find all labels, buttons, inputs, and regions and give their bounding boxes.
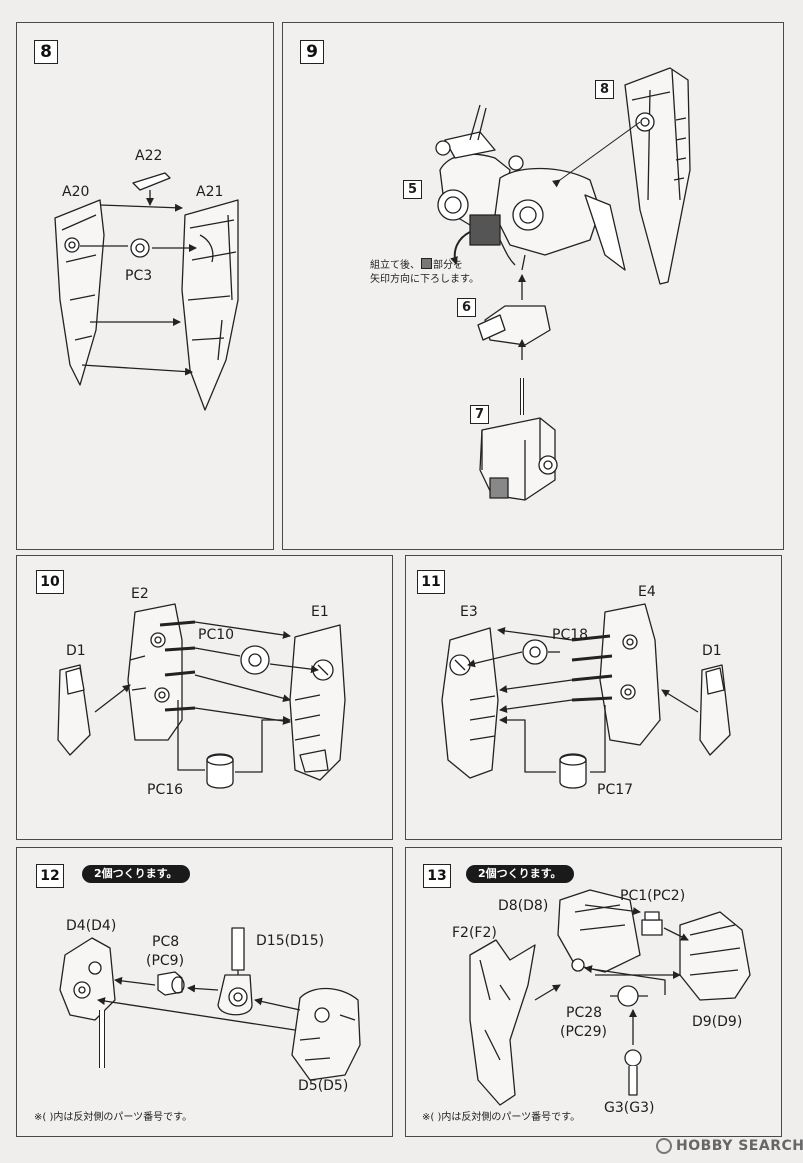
- label-pc8: PC8: [152, 934, 180, 950]
- part-a20: [54, 199, 105, 386]
- label-a20: A20: [62, 184, 90, 200]
- label-pc18: PC18: [552, 627, 589, 643]
- instruction-line-2: 部分を: [433, 260, 463, 271]
- part-g3: [624, 1009, 642, 1096]
- label-pc29: (PC29): [560, 1024, 607, 1040]
- label-d8: D8(D8): [498, 898, 549, 914]
- part-pc3: [80, 238, 197, 258]
- part-d1-right: [661, 664, 731, 756]
- label-d15: D15(D15): [256, 933, 325, 949]
- watermark-text: HOBBY SEARCH: [676, 1138, 803, 1154]
- part-e1: [289, 624, 346, 781]
- label-pc10: PC10: [198, 627, 235, 643]
- label-d1-left: D1: [66, 643, 86, 659]
- part-d9: [679, 911, 751, 1001]
- label-e2: E2: [131, 586, 149, 602]
- label-g3: G3(G3): [604, 1100, 655, 1116]
- watermark-logo-icon: [656, 1138, 672, 1154]
- part-pc10: [240, 645, 270, 675]
- instruction-line-3: 矢印方向に下ろします。: [370, 274, 479, 285]
- part-pc8: [157, 971, 185, 996]
- make-two-badge: 2個つくります。: [466, 865, 574, 883]
- label-e1: E1: [311, 604, 329, 620]
- ref-step-5: 5: [403, 180, 422, 199]
- label-pc9: (PC9): [146, 953, 185, 969]
- part-d4: [59, 937, 116, 1068]
- part-pc1: [641, 911, 663, 936]
- part-leg-7: [479, 339, 558, 501]
- label-a21: A21: [196, 184, 224, 200]
- label-e3: E3: [460, 604, 478, 620]
- part-d5: [291, 987, 361, 1081]
- part-e3: [441, 627, 499, 779]
- label-pc16: PC16: [147, 782, 184, 798]
- label-pc17: PC17: [597, 782, 634, 798]
- ref-step-8: 8: [595, 80, 614, 99]
- part-f2: [469, 939, 561, 1106]
- part-d1-left: [57, 664, 131, 756]
- part-pc17: [499, 705, 606, 789]
- opposite-side-note-12: ※( )内は反対側のパーツ番号です。: [34, 1112, 193, 1123]
- label-d5: D5(D5): [298, 1078, 349, 1094]
- part-e4: [571, 603, 661, 746]
- label-f2: F2(F2): [452, 925, 497, 941]
- part-pc16: [177, 700, 291, 789]
- step-number-13: 13: [423, 864, 451, 888]
- step-number-11: 11: [417, 570, 445, 594]
- label-d1-right: D1: [702, 643, 722, 659]
- label-pc1: PC1(PC2): [620, 888, 686, 904]
- step-number-8: 8: [34, 40, 58, 64]
- step-number-12: 12: [36, 864, 64, 888]
- instruction-line-1: 組立て後、: [370, 260, 420, 271]
- opposite-side-note-13: ※( )内は反対側のパーツ番号です。: [422, 1112, 581, 1123]
- part-a22: [132, 172, 171, 206]
- part-a21: [181, 199, 239, 411]
- step-number-9: 9: [300, 40, 324, 64]
- label-a22: A22: [135, 148, 163, 164]
- ref-step-7: 7: [470, 405, 489, 424]
- label-d9: D9(D9): [692, 1014, 743, 1030]
- part-d15: [217, 927, 253, 1016]
- part-e2: [127, 603, 196, 741]
- part-pc28: [610, 985, 648, 1007]
- label-pc3: PC3: [125, 268, 153, 284]
- part-torso-5: [435, 104, 626, 271]
- instruction-lower-part: 組立て後、 部分を 矢印方向に下ろします。: [370, 258, 479, 287]
- step-number-10: 10: [36, 570, 64, 594]
- part-pc18: [522, 639, 548, 665]
- part-waist-6: [477, 274, 551, 346]
- shaded-part-swatch: [421, 258, 432, 269]
- watermark: HOBBY SEARCH: [656, 1138, 803, 1154]
- label-pc28: PC28: [566, 1005, 603, 1021]
- part-d8: [557, 889, 641, 973]
- part-shield-8: [624, 67, 691, 285]
- ref-step-6: 6: [457, 298, 476, 317]
- label-e4: E4: [638, 584, 656, 600]
- make-two-badge: 2個つくります。: [82, 865, 190, 883]
- label-d4: D4(D4): [66, 918, 117, 934]
